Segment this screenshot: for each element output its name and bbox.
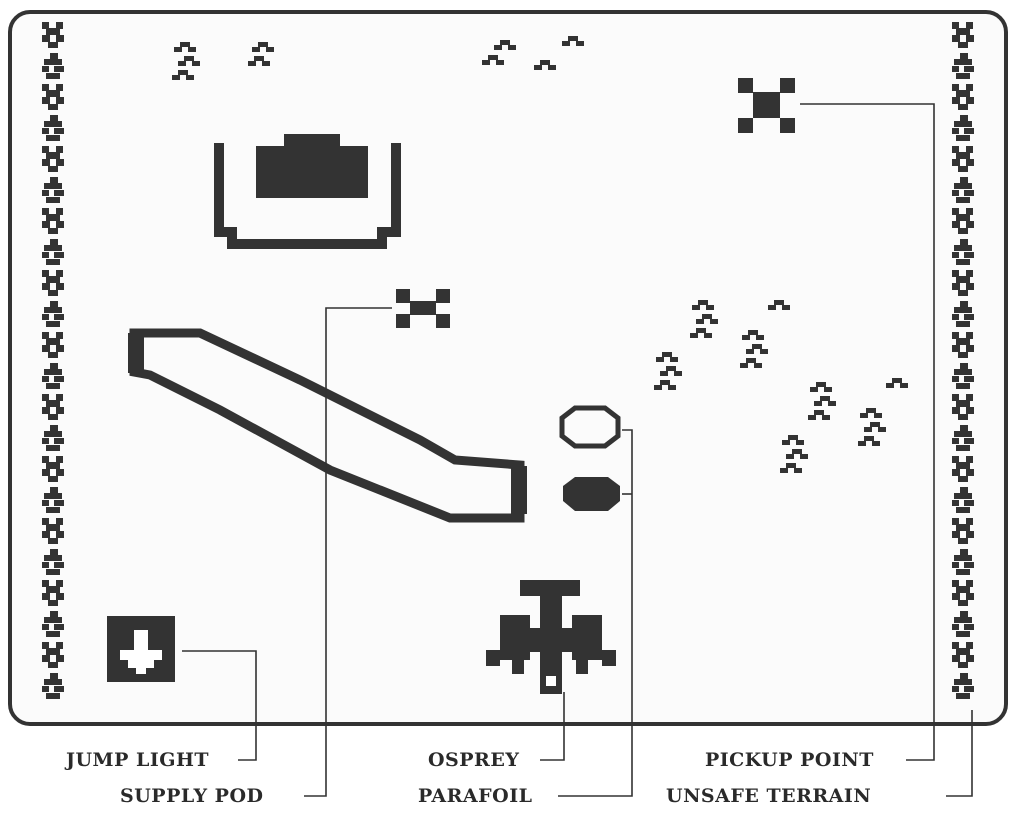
unsafe-terrain-tile [952, 22, 974, 48]
unsafe-terrain-tile [42, 518, 64, 544]
unsafe-terrain-tile [42, 642, 64, 668]
osprey-aircraft-icon [486, 580, 616, 694]
unsafe-terrain-tile [952, 177, 974, 203]
unsafe-terrain-tile [42, 115, 64, 141]
unsafe-terrain-tile [42, 22, 64, 48]
supply-pod-leader [304, 308, 392, 796]
unsafe-terrain-tile [42, 332, 64, 358]
unsafe-terrain-tile [42, 208, 64, 234]
pickup-point-label: PICKUP POINT [705, 749, 874, 771]
airstrip [128, 333, 527, 518]
unsafe-terrain-tile [952, 115, 974, 141]
unsafe-terrain-left-column [42, 22, 64, 699]
unsafe-terrain-label: UNSAFE TERRAIN [666, 785, 871, 807]
bunker [219, 134, 396, 244]
unsafe-terrain-tile [952, 549, 974, 575]
osprey-leader [540, 692, 564, 760]
unsafe-terrain-right-column [952, 22, 974, 699]
unsafe-terrain-tile [952, 518, 974, 544]
hills-top-left [172, 42, 274, 80]
unsafe-terrain-tile [952, 425, 974, 451]
unsafe-terrain-tile [42, 673, 64, 699]
unsafe-terrain-tile [42, 177, 64, 203]
unsafe-terrain-tile [42, 363, 64, 389]
unsafe-terrain-tile [952, 363, 974, 389]
unsafe-terrain-tile [42, 84, 64, 110]
unsafe-terrain-tile [952, 208, 974, 234]
unsafe-terrain-tile [952, 394, 974, 420]
unsafe-terrain-tile [42, 394, 64, 420]
unsafe-terrain-tile [42, 487, 64, 513]
unsafe-terrain-tile [42, 580, 64, 606]
jump-light-leader [182, 651, 256, 760]
unsafe-terrain-tile [42, 53, 64, 79]
unsafe-terrain-tile [42, 239, 64, 265]
unsafe-terrain-tile [42, 270, 64, 296]
unsafe-terrain-tile [42, 456, 64, 482]
hills-right-cluster [654, 300, 908, 473]
unsafe-terrain-tile [952, 580, 974, 606]
unsafe-terrain-tile [42, 611, 64, 637]
unsafe-terrain-tile [42, 549, 64, 575]
pickup-point-x-marker-icon [738, 78, 795, 133]
parafoil-label: PARAFOIL [418, 785, 532, 807]
jump-light-label: JUMP LIGHT [66, 749, 209, 771]
unsafe-terrain-tile [952, 84, 974, 110]
unsafe-terrain-tile [952, 456, 974, 482]
osprey-label: OSPREY [428, 749, 519, 771]
hills-top-center [482, 36, 584, 70]
unsafe-terrain-tile [42, 146, 64, 172]
parafoil-closed-icon [563, 477, 620, 511]
unsafe-terrain-tile [952, 332, 974, 358]
jump-light-down-arrow-icon [107, 616, 175, 682]
unsafe-terrain-tile [952, 673, 974, 699]
parafoil-open-canopy-icon [562, 408, 618, 446]
unsafe-terrain-leader [946, 710, 972, 796]
supply-pod-x-marker-icon [396, 289, 450, 328]
unsafe-terrain-tile [952, 487, 974, 513]
unsafe-terrain-tile [952, 239, 974, 265]
unsafe-terrain-tile [952, 146, 974, 172]
unsafe-terrain-tile [952, 611, 974, 637]
unsafe-terrain-tile [952, 53, 974, 79]
supply-pod-label: SUPPLY POD [120, 785, 264, 807]
unsafe-terrain-tile [952, 301, 974, 327]
unsafe-terrain-tile [952, 270, 974, 296]
unsafe-terrain-tile [952, 642, 974, 668]
unsafe-terrain-tile [42, 425, 64, 451]
unsafe-terrain-tile [42, 301, 64, 327]
